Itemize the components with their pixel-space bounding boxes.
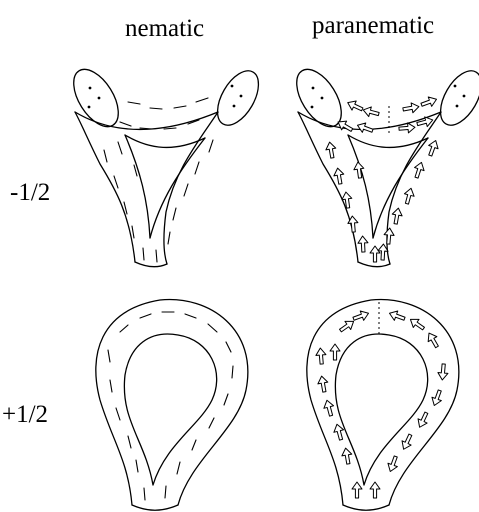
polar-arrows xyxy=(315,309,448,498)
polar-arrows xyxy=(325,95,441,262)
paranematic-plus-half-drawing xyxy=(307,300,459,511)
nematic-plus-half-drawing xyxy=(96,300,248,511)
director-dashes xyxy=(104,98,213,262)
nematic-minus-half-drawing xyxy=(65,62,267,267)
paranematic-minus-half-drawing xyxy=(288,62,479,267)
